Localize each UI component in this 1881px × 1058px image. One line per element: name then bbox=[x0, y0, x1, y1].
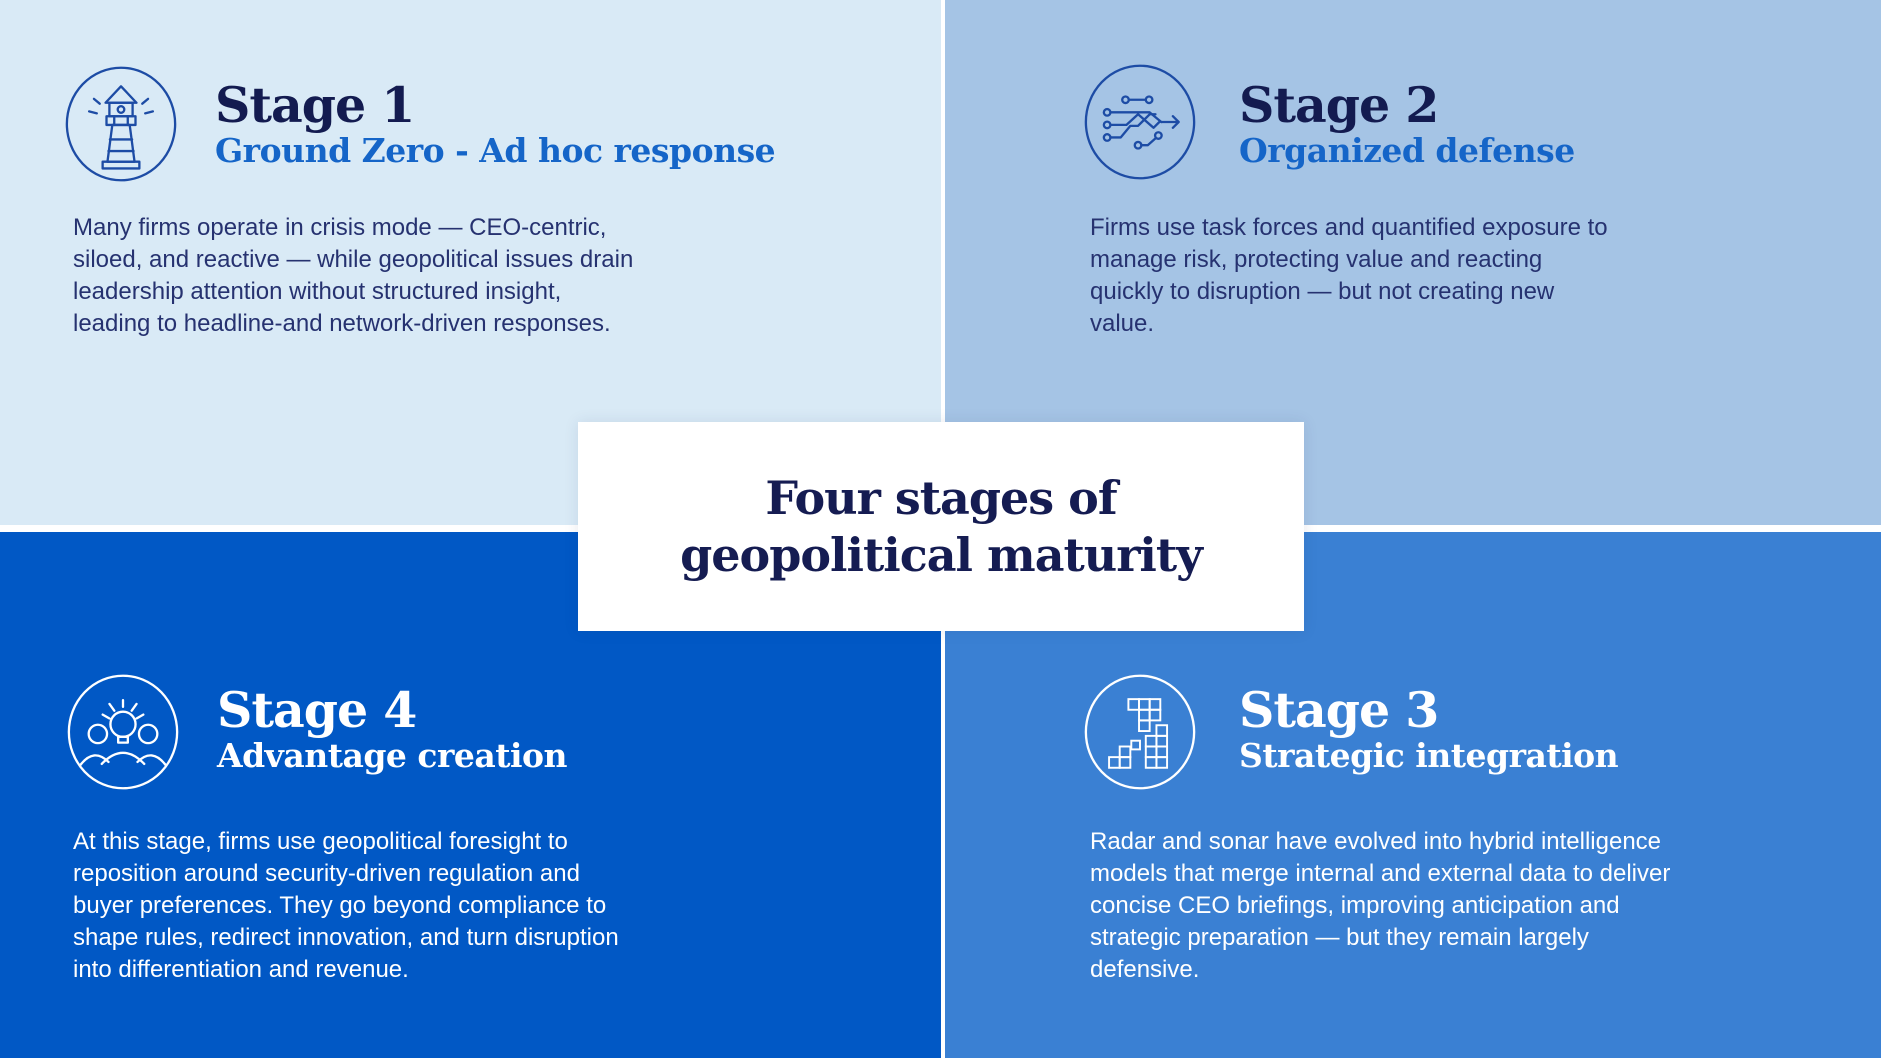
stage4-description: At this stage, firms use geopolitical fo… bbox=[73, 828, 619, 983]
stage1-header: Stage 1 Ground Zero - Ad hoc response bbox=[215, 76, 776, 171]
circuit-flow-icon bbox=[1082, 63, 1198, 181]
stage1-description: Many firms operate in crisis mode — CEO-… bbox=[73, 214, 634, 337]
stage1-label: Stage 1 bbox=[215, 76, 415, 134]
stage3-label: Stage 3 bbox=[1239, 681, 1439, 739]
stage3-header: Stage 3 Strategic integration bbox=[1239, 681, 1619, 776]
center-title-card: Four stages of geopolitical maturity bbox=[578, 422, 1304, 631]
stage2-subtitle: Organized defense bbox=[1239, 131, 1575, 170]
quadrant-stage4: Stage 4 Advantage creation At this stage… bbox=[0, 532, 941, 1058]
building-blocks-icon bbox=[1082, 673, 1198, 791]
stage2-description: Firms use task forces and quantified exp… bbox=[1090, 214, 1608, 337]
stage4-header: Stage 4 Advantage creation bbox=[217, 681, 568, 776]
quadrant-stage1: Stage 1 Ground Zero - Ad hoc response Ma… bbox=[0, 0, 941, 525]
stage3-description: Radar and sonar have evolved into hybrid… bbox=[1090, 828, 1671, 983]
stage2-label: Stage 2 bbox=[1239, 76, 1439, 134]
stage4-subtitle: Advantage creation bbox=[217, 736, 568, 775]
stage1-subtitle: Ground Zero - Ad hoc response bbox=[215, 131, 776, 170]
page-title: Four stages of geopolitical maturity bbox=[680, 470, 1203, 582]
people-idea-icon bbox=[65, 673, 181, 791]
stage3-subtitle: Strategic integration bbox=[1239, 736, 1619, 775]
quadrant-stage2: Stage 2 Organized defense Firms use task… bbox=[945, 0, 1881, 525]
stage4-label: Stage 4 bbox=[217, 681, 417, 739]
stage2-header: Stage 2 Organized defense bbox=[1239, 79, 1575, 171]
lighthouse-icon bbox=[63, 65, 179, 183]
